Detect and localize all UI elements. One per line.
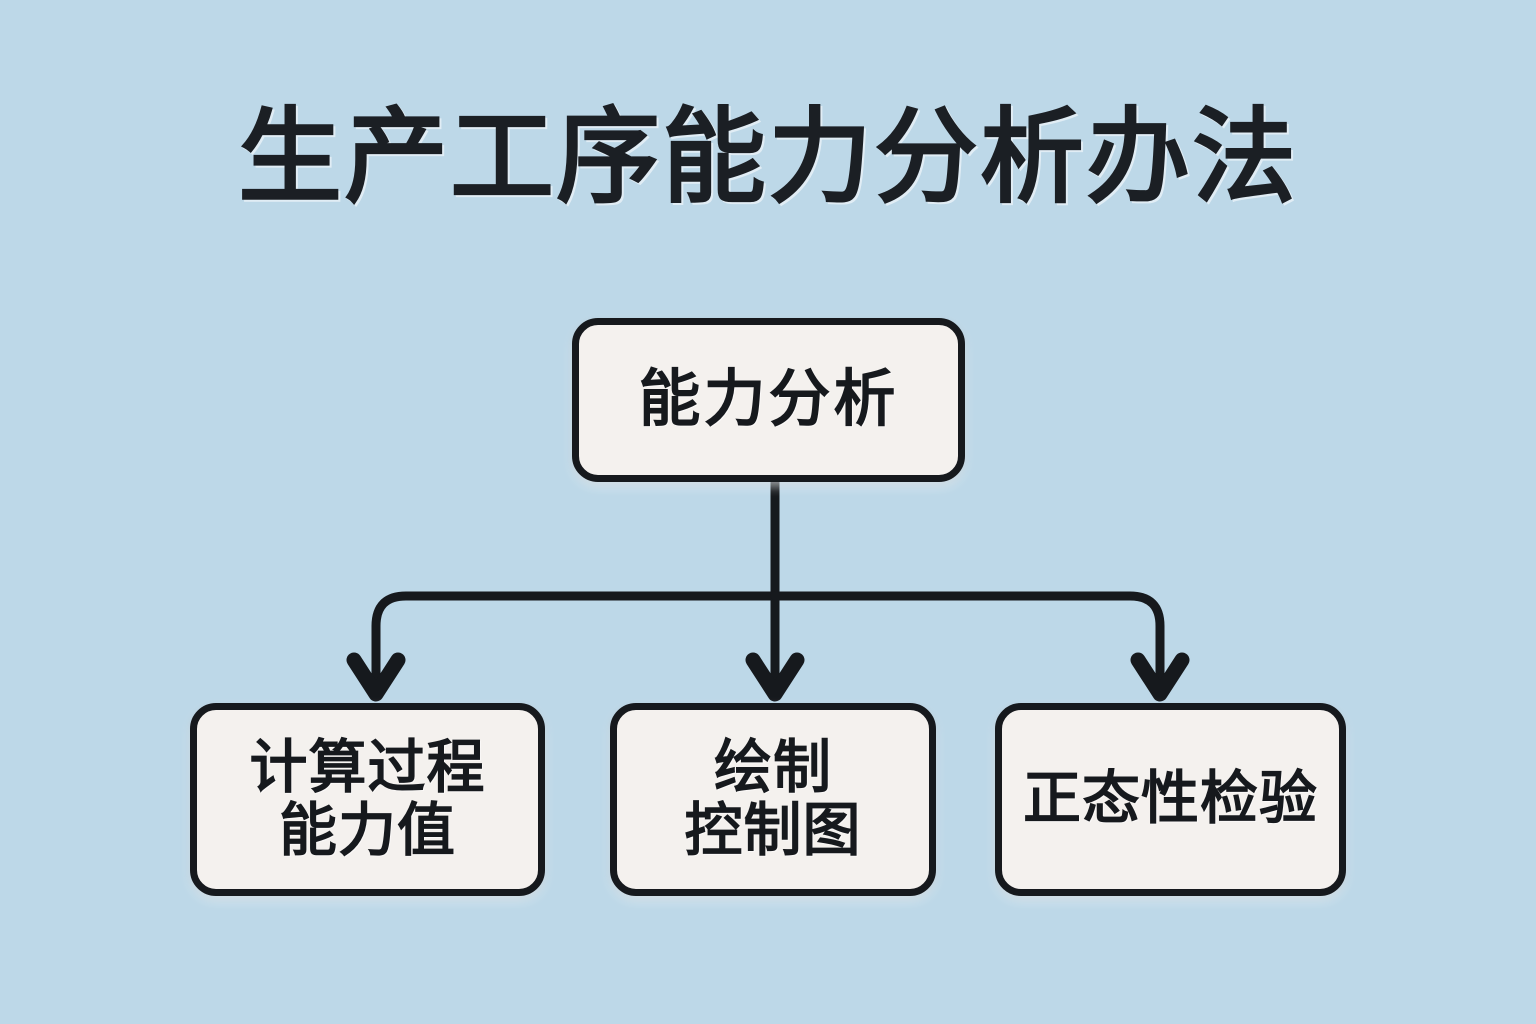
page-title: 生产工序能力分析办法 [237, 100, 1298, 216]
node-child-normality-test[interactable]: 正态性检验 [995, 703, 1346, 896]
node-root-capability-analysis[interactable]: 能力分析 [572, 318, 965, 482]
node-child-2-label: 正态性检验 [1022, 766, 1318, 832]
arrowhead-child-2 [1130, 652, 1190, 702]
node-child-draw-control-chart[interactable]: 绘制 控制图 [610, 703, 936, 896]
node-child-calculate-process-capability[interactable]: 计算过程 能力值 [190, 703, 545, 896]
node-child-0-label: 计算过程 能力值 [249, 734, 486, 863]
node-root-label: 能力分析 [638, 364, 899, 434]
arrowhead-child-0 [346, 652, 406, 702]
node-child-1-label: 绘制 控制图 [684, 734, 862, 863]
connector-root-to-child-2 [770, 591, 1165, 683]
connector-root-to-child-0 [371, 591, 780, 683]
arrowhead-child-1 [745, 652, 805, 702]
